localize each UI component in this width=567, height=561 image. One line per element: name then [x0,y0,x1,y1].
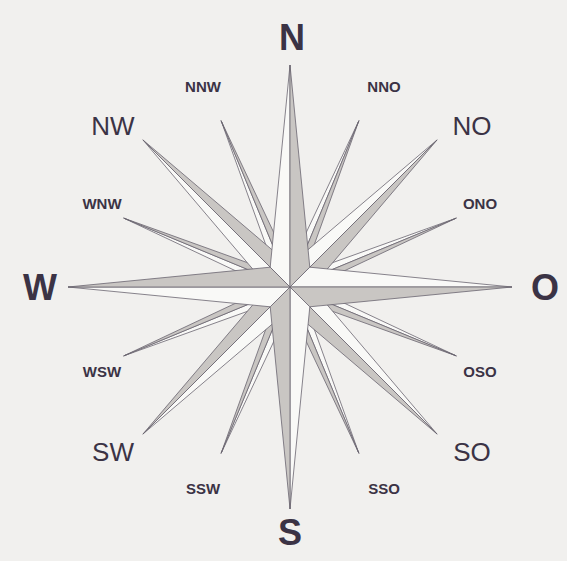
intercardinal-label: SW [92,439,134,465]
rose-point [68,267,290,287]
rose-point [290,287,512,307]
secondary-label: NNW [185,79,221,94]
rose-point [290,287,437,434]
secondary-label: ONO [463,196,497,211]
rose-point [290,140,437,287]
rose-point [143,140,290,287]
intercardinal-label: SO [453,439,491,465]
rose-point [290,287,437,434]
secondary-label: SSW [186,481,220,496]
rose-point [143,287,290,434]
rose-point [68,287,290,307]
rose-point [290,287,310,509]
rose-point [290,267,512,287]
secondary-label: WSW [83,364,121,379]
intercardinal-label: NW [91,113,134,139]
cardinal-label: O [531,270,559,306]
cardinal-label: N [279,20,305,56]
rose-point [290,140,437,287]
rose-point [270,65,290,287]
cardinal-label: W [23,270,57,306]
rose-point [270,287,290,509]
secondary-label: SSO [368,481,400,496]
secondary-label: OSO [463,364,496,379]
secondary-label: WNW [82,196,121,211]
intercardinal-label: NO [453,113,492,139]
cardinal-label: S [278,515,302,551]
rose-point [143,140,290,287]
rose-point [290,65,310,287]
rose-point [143,287,290,434]
secondary-label: NNO [367,79,400,94]
